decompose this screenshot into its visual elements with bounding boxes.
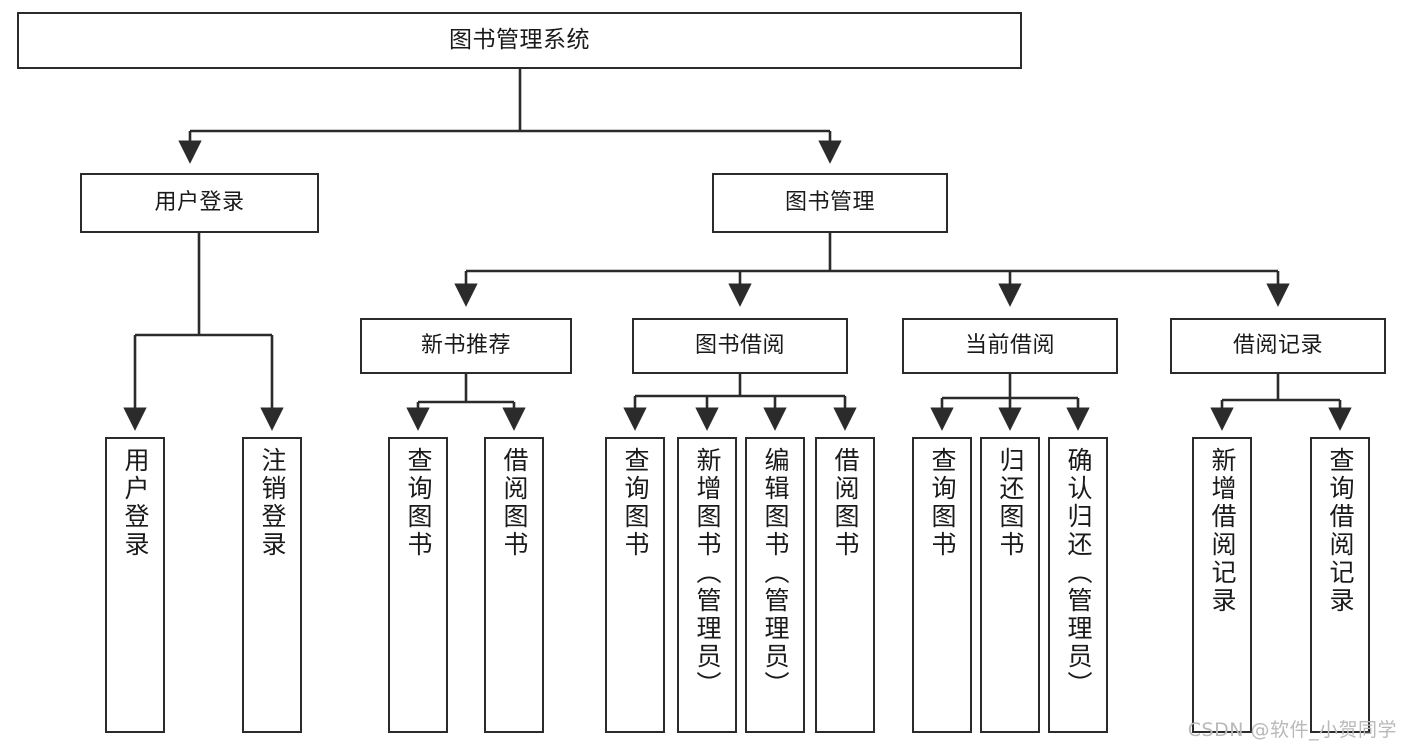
node-label: 查询图书 xyxy=(621,447,650,559)
node-label: 借阅图书 xyxy=(500,447,529,559)
node-label: 新书推荐 xyxy=(420,333,511,359)
csdn-watermark: CSDN @软件_小贺同学 xyxy=(1187,719,1397,741)
node-label: 归还图书 xyxy=(996,447,1025,559)
node-label: 图书管理 xyxy=(784,190,875,216)
node-label: 借阅图书 xyxy=(831,447,860,559)
node-label: 查询借阅记录 xyxy=(1326,447,1355,615)
node-current-borrow[interactable]: 当前借阅 xyxy=(902,318,1118,374)
node-book-manage[interactable]: 图书管理 xyxy=(712,173,948,233)
leaf-edit-book[interactable]: 编辑图书（管理员） xyxy=(745,437,805,733)
leaf-add-borrow-record[interactable]: 新增借阅记录 xyxy=(1192,437,1252,733)
node-label: 新增借阅记录 xyxy=(1208,447,1237,615)
node-book-borrow[interactable]: 图书借阅 xyxy=(632,318,848,374)
node-new-book-recommend[interactable]: 新书推荐 xyxy=(360,318,572,374)
leaf-confirm-return[interactable]: 确认归还（管理员） xyxy=(1048,437,1108,733)
node-label: 借阅记录 xyxy=(1232,333,1323,359)
node-label: 用户登录 xyxy=(154,190,245,216)
leaf-borrow-book[interactable]: 借阅图书 xyxy=(815,437,875,733)
node-root-book-management-system[interactable]: 图书管理系统 xyxy=(17,12,1022,69)
leaf-user-login[interactable]: 用户登录 xyxy=(105,437,165,733)
leaf-query-book-borrow[interactable]: 查询图书 xyxy=(605,437,665,733)
node-label: 图书管理系统 xyxy=(449,27,590,54)
node-label: 新增图书（管理员） xyxy=(693,447,722,699)
node-label: 当前借阅 xyxy=(964,333,1055,359)
node-label: 查询图书 xyxy=(404,447,433,559)
leaf-return-book[interactable]: 归还图书 xyxy=(980,437,1040,733)
node-label: 图书借阅 xyxy=(694,333,785,359)
leaf-query-book-current[interactable]: 查询图书 xyxy=(912,437,972,733)
leaf-add-book[interactable]: 新增图书（管理员） xyxy=(677,437,737,733)
leaf-query-book-recommend[interactable]: 查询图书 xyxy=(388,437,448,733)
node-label: 注销登录 xyxy=(258,447,287,559)
node-label: 查询图书 xyxy=(928,447,957,559)
node-label: 编辑图书（管理员） xyxy=(761,447,790,699)
node-borrow-record[interactable]: 借阅记录 xyxy=(1170,318,1386,374)
leaf-query-borrow-record[interactable]: 查询借阅记录 xyxy=(1310,437,1370,733)
node-user-login[interactable]: 用户登录 xyxy=(80,173,319,233)
leaf-borrow-book-recommend[interactable]: 借阅图书 xyxy=(484,437,544,733)
node-label: 确认归还（管理员） xyxy=(1064,447,1093,699)
node-label: 用户登录 xyxy=(121,447,150,559)
leaf-logout-login[interactable]: 注销登录 xyxy=(242,437,302,733)
